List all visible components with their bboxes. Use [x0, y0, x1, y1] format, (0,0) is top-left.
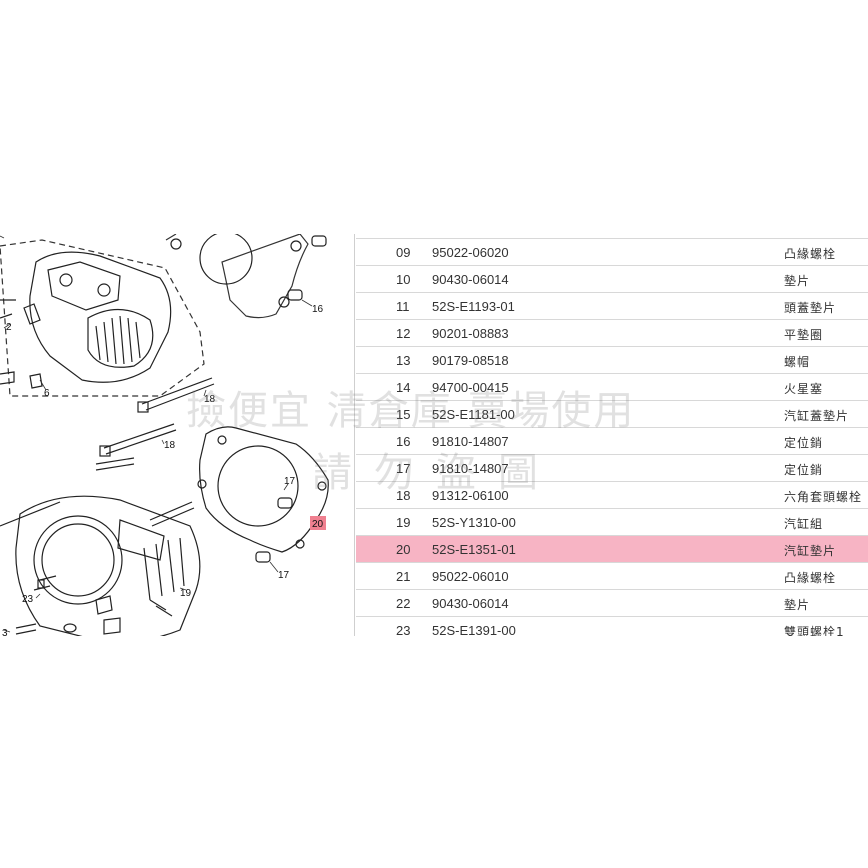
row-number: 10 — [396, 272, 411, 287]
part-number: 90179-08518 — [432, 353, 509, 368]
part-name: 頭蓋墊片 — [784, 301, 837, 315]
part-number: 52S-E1181-00 — [432, 407, 515, 422]
part-number: 91810-14807 — [432, 434, 509, 449]
part-name: 螺帽 — [784, 355, 811, 369]
table-row-highlighted[interactable]: 20 52S-E1351-01 汽缸墊片 — [356, 536, 868, 563]
part-number: 91312-06100 — [432, 488, 509, 503]
callout-6: 6 — [44, 388, 50, 399]
table-row[interactable]: 10 90430-06014 墊片 — [356, 266, 868, 293]
callout-3: 3 — [2, 628, 8, 636]
row-number: 12 — [396, 326, 411, 341]
part-name: 墊片 — [784, 274, 811, 288]
row-number: 16 — [396, 434, 411, 449]
cylinder-gasket-drawing — [197, 426, 329, 553]
row-number: 11 — [396, 299, 410, 314]
part-name: 汽缸組 — [784, 517, 824, 531]
table-row[interactable]: 18 91312-06100 六角套頭螺栓 — [356, 482, 868, 509]
row-number: 21 — [396, 569, 411, 584]
table-row[interactable]: 21 95022-06010 凸緣螺栓 — [356, 563, 868, 590]
part-number: 52S-E1391-00 — [432, 623, 516, 636]
row-number: 18 — [396, 488, 411, 503]
part-name: 汽缸墊片 — [784, 544, 837, 558]
part-number: 95022-06010 — [432, 569, 509, 584]
callout-16: 16 — [312, 304, 324, 315]
part-number: 90430-06014 — [432, 272, 509, 287]
callout-2: 2 — [6, 322, 12, 333]
dowel-pins-drawing — [255, 235, 327, 563]
part-number: 95022-06020 — [432, 245, 509, 260]
cylinder-block-drawing — [15, 495, 201, 636]
long-bolts-drawing — [0, 377, 215, 527]
part-number: 91810-14807 — [432, 461, 509, 476]
part-name: 墊片 — [784, 598, 811, 612]
callout-20: 20 — [312, 519, 324, 530]
callout-23: 23 — [22, 594, 34, 605]
part-number: 94700-00415 — [432, 380, 509, 395]
table-row[interactable]: 16 91810-14807 定位銷 — [356, 428, 868, 455]
row-number: 17 — [396, 461, 411, 476]
table-row[interactable]: 17 91810-14807 定位銷 — [356, 455, 868, 482]
part-name: 雙頭螺栓1 — [784, 625, 845, 636]
part-name: 六角套頭螺栓 — [784, 490, 863, 504]
part-number: 52S-Y1310-00 — [432, 515, 516, 530]
table-row[interactable]: 22 90430-06014 墊片 — [356, 590, 868, 617]
row-number: 22 — [396, 596, 411, 611]
part-number: 90201-08883 — [432, 326, 509, 341]
panel-divider — [354, 234, 355, 636]
cylinder-head-drawing — [0, 251, 172, 389]
part-name: 凸緣螺栓 — [784, 247, 837, 261]
table-row[interactable]: 11 52S-E1193-01 頭蓋墊片 — [356, 293, 868, 320]
part-number: 52S-E1193-01 — [432, 299, 515, 314]
part-name: 平墊圈 — [784, 328, 824, 342]
part-name: 汽缸蓋墊片 — [784, 409, 850, 423]
table-row[interactable]: 15 52S-E1181-00 汽缸蓋墊片 — [356, 401, 868, 428]
parts-table: 09 95022-06020 凸緣螺栓 10 90430-06014 墊片 11 52S-… — [356, 238, 868, 636]
part-name: 凸緣螺栓 — [784, 571, 837, 585]
callout-17-upper: 17 — [284, 476, 296, 487]
row-number: 19 — [396, 515, 411, 530]
table-row[interactable]: 23 52S-E1391-00 雙頭螺栓1 — [356, 617, 868, 636]
table-row[interactable]: 19 52S-Y1310-00 汽缸組 — [356, 509, 868, 536]
part-name: 定位銷 — [784, 436, 824, 450]
row-number: 09 — [396, 245, 411, 260]
head-gasket-drawing — [165, 234, 309, 319]
callout-18-upper: 18 — [204, 394, 216, 405]
part-number: 52S-E1351-01 — [432, 542, 516, 557]
table-row[interactable]: 14 94700-00415 火星塞 — [356, 374, 868, 401]
part-number: 90430-06014 — [432, 596, 509, 611]
callout-18-lower: 18 — [164, 440, 176, 451]
part-name: 定位銷 — [784, 463, 824, 477]
callout-17-lower: 17 — [278, 570, 290, 581]
row-number: 14 — [396, 380, 411, 395]
row-number: 23 — [396, 623, 411, 636]
table-row[interactable]: 13 90179-08518 螺帽 — [356, 347, 868, 374]
callout-20-highlight — [310, 516, 326, 530]
row-number: 15 — [396, 407, 411, 422]
table-row[interactable]: 12 90201-08883 平墊圈 — [356, 320, 868, 347]
callout-19: 19 — [180, 588, 192, 599]
row-number: 20 — [396, 542, 411, 557]
row-number: 13 — [396, 353, 411, 368]
table-row[interactable]: 09 95022-06020 凸緣螺栓 — [356, 238, 868, 266]
part-name: 火星塞 — [784, 382, 824, 396]
exploded-parts-diagram: 16 2 6 18 18 17 20 17 19 23 3 — [0, 234, 354, 636]
leader-lines — [0, 235, 313, 633]
